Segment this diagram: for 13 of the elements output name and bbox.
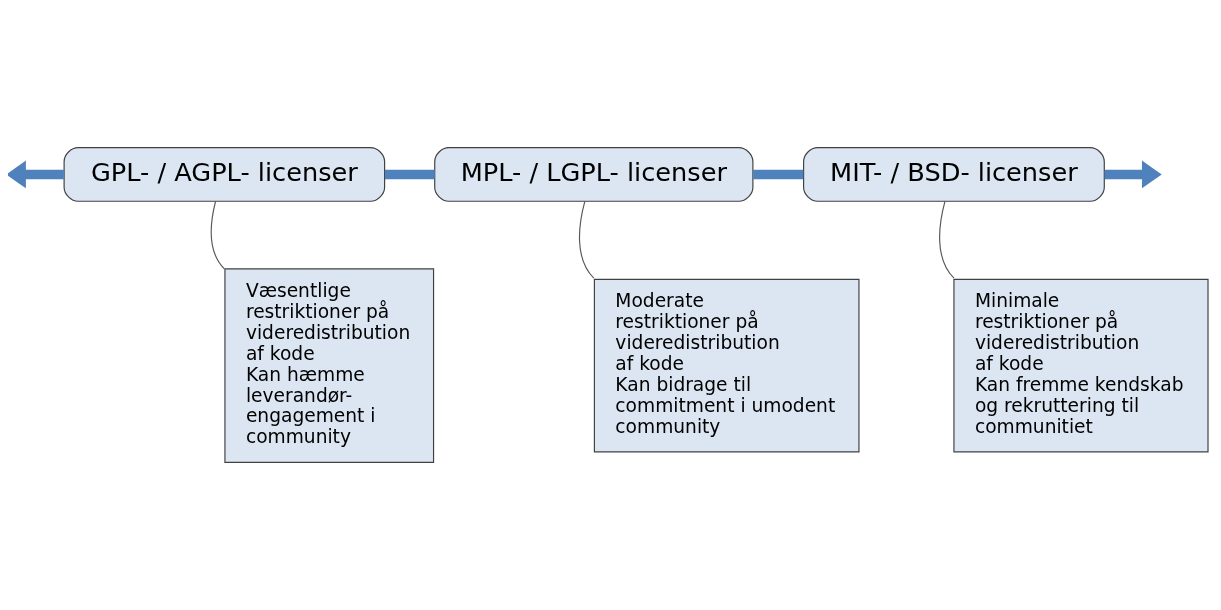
node-box: MIT- / BSD- licenser [803,147,1105,202]
node-box: Minimale restriktioner på videredistribution af kode Kan fremme kendskab og rekruttering til communitiet [953,278,1209,453]
connector [753,169,804,180]
connector [210,200,225,270]
node-box: GPL- / AGPL- licenser [63,147,386,202]
node-box: Moderate restriktioner på videredistribution af kode Kan bidrage til commitment i umodent community [593,278,860,453]
node-box: MPL- / LGPL- licenser [434,147,754,202]
connector [578,200,595,279]
node-box: Væsentlige restriktioner på videredistribution af kode Kan hæmme leverandør- engagement i community [224,268,435,463]
connector [939,200,955,279]
arrow [1104,160,1162,189]
arrow [8,160,64,189]
connector [384,169,435,180]
